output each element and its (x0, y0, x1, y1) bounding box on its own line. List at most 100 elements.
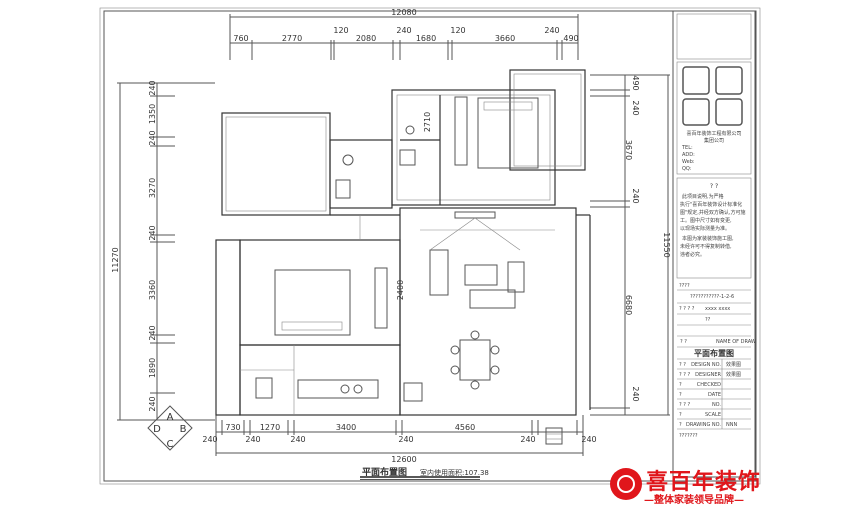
dim: 240 (396, 26, 411, 35)
bottom-total-dim: 12600 (391, 455, 416, 464)
svg-text:A: A (167, 412, 174, 423)
svg-text:违者必究。: 违者必究。 (680, 251, 705, 258)
svg-text:? ? ? ?: ? ? ? ? (679, 306, 695, 312)
dining-table (450, 330, 500, 390)
svg-text:?: ? (679, 422, 682, 428)
brand-name: 喜百年装饰 (646, 469, 762, 495)
svg-text:CHECKED: CHECKED (697, 382, 721, 388)
wardrobe (454, 96, 468, 166)
dim: 1890 (148, 358, 157, 378)
svg-text:NNN: NNN (726, 422, 737, 428)
entrance-stairs-icon (545, 427, 563, 445)
top-total-dim: 12080 (391, 8, 416, 17)
dim: 1680 (416, 34, 436, 43)
svg-text:图"规定,并经双方确认,方可施: 图"规定,并经双方确认,方可施 (680, 209, 745, 216)
svg-text:QQ:: QQ: (682, 166, 692, 172)
svg-text:此项目说明,为严格: 此项目说明,为严格 (682, 193, 724, 200)
right-total-dim: 11550 (662, 232, 671, 257)
dim: 1350 (148, 104, 157, 124)
dim: 240 (148, 80, 157, 95)
area-label: 室内使用面积:107.38 (420, 468, 489, 477)
dim: 4560 (455, 423, 475, 432)
svg-text:DESIGNER: DESIGNER (695, 372, 721, 378)
svg-text:DATE: DATE (708, 392, 721, 398)
bathroom-fixtures (335, 125, 416, 199)
dim: 240 (245, 435, 260, 444)
inner-dim: 2400 (396, 280, 405, 300)
svg-text:SCALE: SCALE (705, 412, 721, 418)
dim: 240 (148, 225, 157, 240)
svg-text:C: C (167, 439, 174, 450)
dim: 240 (202, 435, 217, 444)
dim: 730 (225, 423, 240, 432)
svg-text:???????: ??????? (679, 433, 698, 439)
kitchen-fixtures (255, 377, 423, 402)
dim: 240 (148, 325, 157, 340)
svg-text:集团公司: 集团公司 (704, 137, 724, 144)
svg-text:xxxx xxxx: xxxx xxxx (705, 306, 730, 312)
dim: 240 (148, 396, 157, 411)
bottom-dimensions: 240 730 240 1270 240 3400 240 4560 240 2… (202, 415, 597, 464)
svg-text:? ?: ? ? (679, 362, 686, 368)
brand-logo: 喜百年装饰 —整体家装领导品牌— (606, 464, 786, 508)
dim: 120 (450, 26, 465, 35)
dim: 240 (398, 435, 413, 444)
dim: 240 (631, 188, 640, 203)
svg-text:DESIGN NO.: DESIGN NO. (691, 362, 721, 368)
left-dimensions: 11270 240 1350 240 3270 240 3360 240 189… (111, 80, 215, 421)
drawing-title: 平面布置图 (362, 466, 407, 478)
dim: 2080 (356, 34, 376, 43)
svg-text:?: ? (679, 412, 682, 418)
inner-dim: 2710 (423, 112, 432, 132)
dim: 240 (581, 435, 596, 444)
svg-text:?: ? (679, 382, 682, 388)
svg-text:以现场实际测量为准。: 以现场实际测量为准。 (680, 225, 730, 232)
svg-text:? ? ?: ? ? ? (679, 402, 690, 408)
dim: 490 (631, 75, 640, 90)
svg-text:效果图: 效果图 (726, 361, 741, 368)
dim: 3660 (495, 34, 515, 43)
left-total-dim: 11270 (111, 247, 120, 272)
svg-text:D: D (153, 424, 161, 435)
bed-second (274, 269, 351, 336)
svg-text:?: ? (679, 392, 682, 398)
svg-text:? ?: ? ? (680, 339, 687, 345)
svg-text:B: B (180, 424, 187, 435)
svg-text:喜百年装饰工程有限公司: 喜百年装饰工程有限公司 (686, 130, 741, 137)
dim: 240 (148, 130, 157, 145)
svg-text:??: ?? (705, 317, 711, 323)
svg-text:本图为家装装饰施工图,: 本图为家装装饰施工图, (682, 235, 734, 242)
svg-text:执行"喜百年装饰设计标准化: 执行"喜百年装饰设计标准化 (680, 201, 742, 208)
dim: 2770 (282, 34, 302, 43)
svg-text:未经许可不得复制转借,: 未经许可不得复制转借, (680, 243, 732, 250)
svg-text:ADD:: ADD: (682, 152, 695, 158)
dim: 3360 (148, 280, 157, 300)
dim: 3400 (336, 423, 356, 432)
svg-text:NO.: NO. (712, 402, 721, 408)
dim: 490 (563, 34, 578, 43)
dim: 3670 (624, 140, 633, 160)
draw-name: 平面布置图 (694, 348, 734, 358)
dim: 760 (233, 34, 248, 43)
dim: 120 (333, 26, 348, 35)
svg-text:????: ???? (679, 283, 690, 289)
right-dimensions: 490 240 3670 240 6680 240 11550 (590, 74, 671, 416)
company-seal-logo (682, 66, 743, 126)
wardrobe (374, 267, 388, 329)
living-room-furniture (420, 211, 555, 309)
sheet-border (99, 7, 761, 485)
dim: 240 (520, 435, 535, 444)
svg-text:DRAWING NO.: DRAWING NO. (686, 422, 721, 428)
title-block: 喜百年装饰工程有限公司 集团公司 TEL: ADD: Web: QQ: ? ? … (672, 10, 756, 478)
dim: 6680 (624, 295, 633, 315)
svg-text:? ? ?: ? ? ? (679, 372, 690, 378)
svg-text:???????????-1-2-6: ???????????-1-2-6 (690, 294, 734, 300)
dim: 240 (631, 386, 640, 401)
bed-master (477, 97, 539, 169)
dim: 1270 (260, 423, 280, 432)
svg-text:NAME OF DRAW: NAME OF DRAW (716, 339, 756, 345)
dim: 240 (544, 26, 559, 35)
svg-text:工。图中尺寸如有变更,: 工。图中尺寸如有变更, (680, 217, 732, 224)
